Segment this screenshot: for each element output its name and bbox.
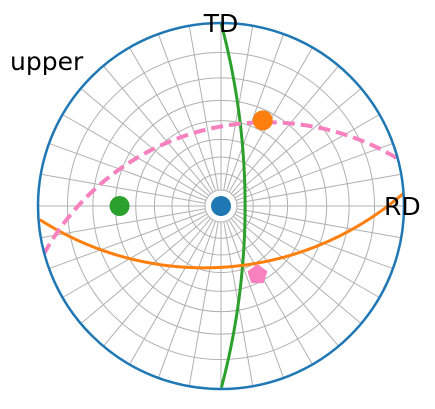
grid-spoke	[40, 173, 206, 204]
grid-spoke	[129, 219, 214, 365]
grid-spoke	[236, 173, 402, 204]
primitive-circle	[36, 21, 406, 391]
grid-spoke	[157, 33, 216, 192]
grid-spoke	[188, 221, 219, 387]
green-great-circle	[219, 22, 247, 388]
rd-axis-label: RD	[384, 192, 421, 221]
grid-spoke	[48, 142, 207, 201]
orange-great-circle	[38, 192, 405, 270]
grid-spoke	[188, 25, 219, 191]
grid-spoke	[40, 208, 206, 239]
grid-spoke	[102, 65, 212, 195]
grid-spoke	[232, 87, 362, 197]
grid-spoke	[226, 220, 285, 379]
center-pole-marker	[211, 196, 231, 216]
grid-spoke	[226, 33, 285, 192]
pink-great-circle	[42, 120, 398, 255]
grid-spoke	[236, 208, 402, 239]
grid-spoke	[62, 114, 208, 199]
grid-spoke	[235, 142, 394, 201]
grid-spoke	[80, 215, 210, 325]
grid-spoke	[235, 211, 394, 270]
grid-spoke	[80, 87, 210, 197]
wulff-grid	[38, 23, 404, 389]
grid-spoke	[157, 220, 216, 379]
grid-spoke	[62, 213, 208, 298]
pink-pole-marker	[247, 264, 268, 284]
grid-spoke	[48, 211, 207, 270]
green-pole-marker	[109, 196, 130, 216]
grid-spoke	[234, 213, 380, 298]
orange-pole-marker	[252, 110, 273, 131]
upper-hemisphere-label: upper	[10, 47, 84, 76]
grid-spoke	[234, 114, 380, 199]
great-circles	[38, 22, 405, 388]
grid-spoke	[230, 217, 340, 347]
td-axis-label: TD	[203, 9, 239, 38]
grid-spoke	[102, 217, 212, 347]
pole-markers	[109, 110, 273, 284]
grid-spoke	[230, 65, 340, 195]
grid-spoke	[232, 215, 362, 325]
grid-spoke	[129, 47, 214, 193]
